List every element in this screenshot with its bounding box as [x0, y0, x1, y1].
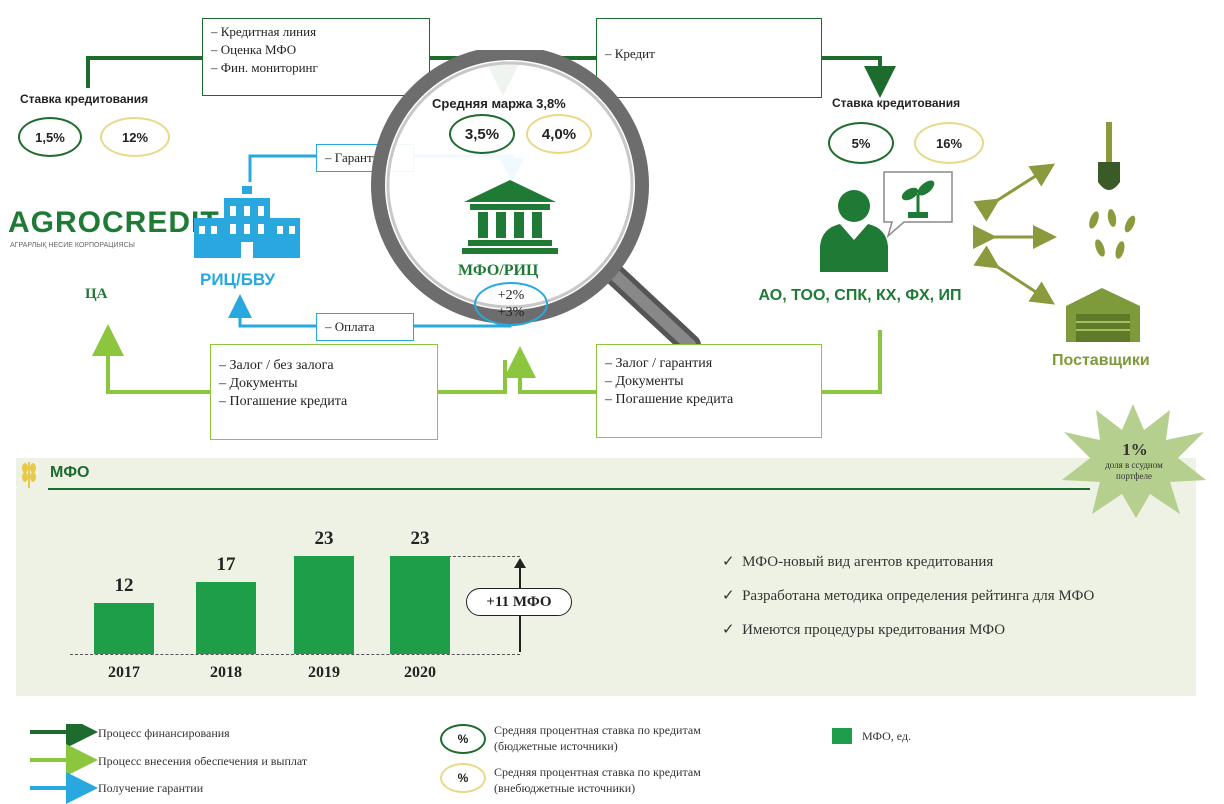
- credit-label: – Кредит: [605, 46, 655, 61]
- legend-extra-text: Средняя процентная ставка по кредитам (в…: [494, 764, 701, 796]
- chart-baseline: [70, 654, 520, 655]
- starburst-badge: [1062, 404, 1206, 518]
- bottom-right-box: – Залог / гарантия – Документы – Погашен…: [596, 344, 822, 438]
- plus-value: +3%: [497, 305, 525, 320]
- wheat-icon: [22, 462, 36, 488]
- legend-line: (бюджетные источники): [494, 739, 618, 753]
- chart-guide-top: [448, 556, 520, 557]
- box-line: – Залог / без залога: [219, 358, 334, 373]
- rate-left-budget: 1,5%: [18, 117, 82, 157]
- warehouse-icon: [1066, 288, 1140, 342]
- bottom-left-box: – Залог / без залога – Документы – Погаш…: [210, 344, 438, 440]
- shovel-icon: [1098, 122, 1120, 190]
- legend-bar-swatch: [832, 728, 852, 744]
- magnifier-title: Средняя маржа 3,8%: [432, 96, 566, 111]
- box-line: – Погашение кредита: [605, 392, 734, 407]
- check-item: ✓ Разработана методика определения рейти…: [722, 588, 1095, 604]
- starburst-value: 1%: [1122, 440, 1148, 459]
- check-item: ✓ Имеются процедуры кредитования МФО: [722, 622, 1006, 638]
- box-line: – Документы: [605, 374, 684, 389]
- bar-2018: [196, 581, 256, 654]
- box-line: – Залог / гарантия: [605, 356, 713, 371]
- legend-budget-text: Средняя процентная ставка по кредитам (б…: [494, 722, 701, 754]
- borrowers-label: АО, ТОО, СПК, КХ, ФХ, ИП: [758, 287, 962, 304]
- legend-extra-symbol: %: [440, 763, 486, 793]
- mfo-section-panel: [16, 458, 1196, 696]
- rate-right-budget: 5%: [828, 122, 894, 164]
- box-line: – Документы: [219, 376, 298, 391]
- magnifier-extra-rate: 4,0%: [526, 114, 592, 154]
- rate-right-title: Ставка кредитования: [832, 96, 961, 110]
- box-line: – Погашение кредита: [219, 394, 348, 409]
- guarantee-label: – Гарантия: [325, 150, 386, 165]
- building-icon: [194, 186, 300, 258]
- bank-icon: [462, 180, 558, 254]
- year-label: 2020: [404, 664, 436, 681]
- suppliers-label: Поставщики: [1052, 352, 1150, 369]
- bar-value-label: 17: [216, 553, 236, 575]
- bar-value-label: 12: [114, 574, 134, 596]
- bar-2017: [94, 602, 154, 654]
- legend-budget-symbol: %: [440, 724, 486, 754]
- box-line: – Оценка МФО: [211, 42, 297, 57]
- legend-collateral: Процесс внесения обеспечения и выплат: [98, 754, 308, 768]
- bar-value-label: 23: [314, 528, 334, 549]
- starburst-text: доля в ссудном портфеле: [1105, 460, 1163, 481]
- bar-value-label: 23: [410, 528, 430, 549]
- payment-label: – Оплата: [325, 319, 375, 334]
- box-line: – Кредитная линия: [211, 24, 317, 39]
- check-text: МФО-новый вид агентов кредитования: [742, 554, 994, 570]
- mfo-ric-label: МФО/РИЦ: [458, 262, 539, 279]
- magnifier-budget-rate: 3,5%: [449, 114, 515, 154]
- top-left-box: – Кредитная линия – Оценка МФО – Фин. мо…: [202, 18, 430, 96]
- plus-value: +2%: [497, 288, 525, 303]
- agrocredit-logo: AGROCREDIT: [8, 206, 220, 239]
- person-icon: [820, 190, 888, 272]
- top-right-box: – Кредит: [596, 18, 822, 98]
- year-label: 2019: [308, 664, 340, 681]
- section-divider: [48, 488, 1090, 490]
- bar-2020: [390, 556, 450, 654]
- rate-right-extra: 16%: [914, 122, 984, 164]
- rate-left-title: Ставка кредитования: [20, 92, 149, 106]
- section-title: МФО: [50, 464, 90, 481]
- increase-annotation: +11 МФО: [466, 588, 572, 616]
- agrocredit-subtitle: АГРАРЛЫҚ НЕСИЕ КОРПОРАЦИЯСЫ: [10, 242, 135, 249]
- seeds-icon: [1089, 209, 1136, 259]
- check-item: ✓ МФО-новый вид агентов кредитования: [722, 554, 994, 570]
- legend-line: (внебюджетные источники): [494, 781, 636, 795]
- plant-bubble-icon: [883, 171, 953, 238]
- legend-line: Средняя процентная ставка по кредитам: [494, 765, 701, 779]
- rate-left-extra: 12%: [100, 117, 170, 157]
- check-text: Имеются процедуры кредитования МФО: [742, 622, 1006, 638]
- legend-financing: Процесс финансирования: [98, 726, 230, 740]
- box-line: – Фин. мониторинг: [211, 60, 318, 75]
- legend-bar-text: МФО, ед.: [862, 729, 912, 743]
- legend-line: Средняя процентная ставка по кредитам: [494, 723, 701, 737]
- margin-plus-oval: +2% +3%: [474, 282, 548, 326]
- bar-2019: [294, 556, 354, 654]
- check-text: Разработана методика определения рейтинг…: [742, 588, 1095, 604]
- legend-arrows: [30, 724, 98, 804]
- ric-bvu-label: РИЦ/БВУ: [200, 270, 276, 289]
- payment-box: – Оплата: [316, 313, 414, 341]
- ca-label: ЦА: [85, 286, 108, 302]
- year-label: 2018: [210, 664, 242, 681]
- legend-guarantee: Получение гарантии: [98, 781, 204, 795]
- year-label: 2017: [108, 664, 140, 681]
